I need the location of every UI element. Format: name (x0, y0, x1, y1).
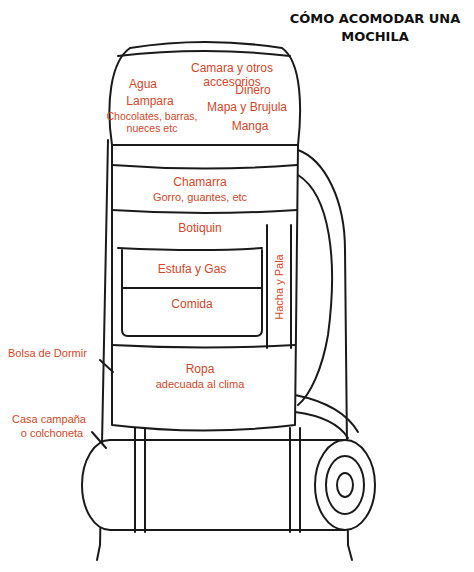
side-strap (290, 225, 292, 348)
part-label: Comida (171, 298, 212, 312)
part-label: Mapa y Brujula (207, 101, 287, 115)
compartment-line (118, 248, 262, 250)
part-label: Ropa (186, 363, 215, 377)
compartment-line (112, 210, 297, 213)
pocket-divider (122, 287, 262, 289)
part-label: adecuada al clima (156, 378, 245, 391)
leader-line (100, 360, 113, 372)
part-label: Dinero (235, 84, 270, 98)
part-label: Gorro, guantes, etc (153, 191, 247, 204)
leader-line (92, 432, 106, 448)
sleeping-roll (82, 440, 345, 530)
roll-strap (290, 428, 300, 532)
part-label: Hacha y Pala (273, 254, 286, 319)
part-label: Estufa y Gas (158, 263, 227, 277)
part-label: Agua (129, 78, 157, 92)
roll-end (315, 440, 375, 530)
side-strap (266, 225, 268, 348)
part-label: Lampara (126, 95, 173, 109)
part-label: Botiquin (178, 222, 221, 236)
compartment-line (112, 165, 297, 169)
part-label: Casa campaña (12, 413, 86, 426)
roll-spiral (337, 473, 353, 497)
hip-belt (295, 412, 348, 438)
shoulder-strap (298, 175, 332, 405)
roll-spiral (326, 456, 364, 514)
part-label: o colchoneta (21, 427, 83, 440)
lid-seam (118, 51, 290, 56)
part-label: Chamarra (173, 176, 226, 190)
part-label: Manga (232, 120, 269, 134)
part-label: Chocolates, barras, nueces etc (98, 110, 206, 134)
page-title: CÓMO ACOMODAR UNA MOCHILA (282, 10, 468, 45)
backpack-body (112, 145, 298, 431)
roll-strap (135, 428, 145, 532)
front-pocket (122, 250, 262, 336)
part-label: Bolsa de Dormir (8, 347, 87, 360)
shoulder-strap (298, 150, 345, 250)
